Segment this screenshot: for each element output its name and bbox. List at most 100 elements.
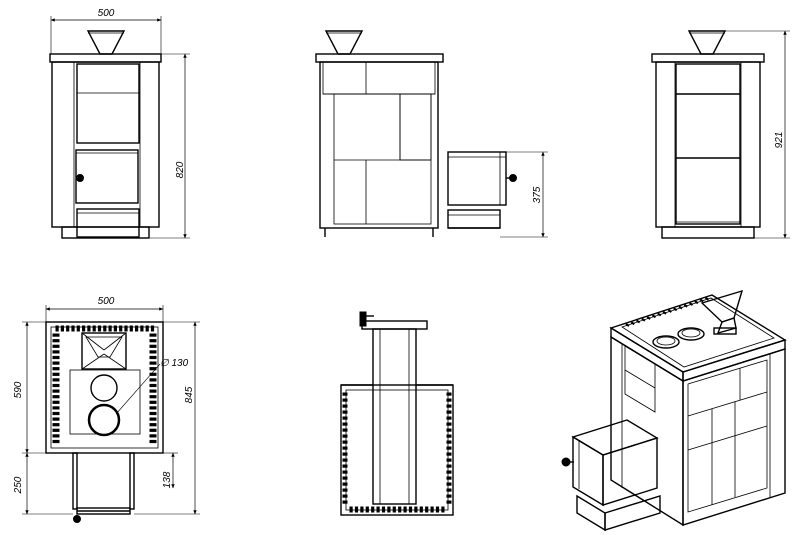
vent-slot <box>419 506 423 513</box>
vent-slot <box>446 470 452 474</box>
vent-slot <box>673 307 678 312</box>
vent-slot <box>124 325 128 332</box>
front-height-label: 820 <box>175 161 186 178</box>
vent-slot <box>441 506 445 513</box>
vent-slot <box>446 428 452 432</box>
vent-slot <box>446 410 452 414</box>
vent-slot <box>52 439 60 444</box>
vent-slot <box>52 389 60 393</box>
vent-slot <box>342 392 348 396</box>
vent-slot <box>430 506 434 513</box>
vent-slot <box>446 434 452 438</box>
vent-slot <box>76 325 80 332</box>
vent-slot <box>651 314 657 319</box>
vent-slot <box>52 400 60 404</box>
vent-slot <box>113 325 118 332</box>
vent-slot <box>60 325 64 332</box>
vent-slot <box>149 400 157 404</box>
vent-slot <box>149 439 157 444</box>
vent-slot <box>342 422 348 426</box>
front-width-label: 500 <box>98 8 115 19</box>
vent-slot <box>149 411 157 416</box>
vent-slot <box>699 298 704 303</box>
vent-slot <box>103 325 107 332</box>
isometric-view <box>561 289 787 532</box>
vent-slot <box>365 506 369 513</box>
side-view: 375 <box>315 30 548 238</box>
vent-slot <box>387 506 391 513</box>
vent-slot <box>108 325 112 332</box>
vent-slot <box>55 325 59 332</box>
vent-slot <box>360 506 364 513</box>
vent-slot <box>342 458 348 462</box>
vent-slot <box>71 325 75 332</box>
vent-slot <box>52 361 60 365</box>
vent-slot <box>52 355 60 360</box>
vent-slot <box>446 392 452 396</box>
vent-slot <box>704 296 710 301</box>
vent-slot <box>342 440 348 444</box>
vent-slot <box>149 383 157 388</box>
vent-slot <box>149 361 157 365</box>
vent-slot <box>149 428 157 432</box>
vent-slot <box>52 333 60 337</box>
vent-slot <box>446 416 452 420</box>
vent-slot <box>446 440 452 444</box>
vent-slot <box>446 464 452 468</box>
vent-slot <box>149 389 157 393</box>
vent-slot <box>376 506 380 513</box>
vent-slot <box>52 395 60 399</box>
vent-slot <box>342 452 348 456</box>
vent-slot <box>150 325 155 332</box>
vent-slot <box>135 325 139 332</box>
vent-slot <box>52 428 60 432</box>
vent-slot <box>149 339 157 343</box>
vent-slot <box>446 494 452 498</box>
vent-slot <box>52 417 60 421</box>
vent-slot <box>149 406 157 410</box>
vent-slot <box>119 325 123 332</box>
vent-slot <box>349 506 353 513</box>
section-view <box>340 311 454 516</box>
vent-slot <box>392 506 396 513</box>
top-depth-label: 590 <box>13 381 24 398</box>
vent-slot <box>52 406 60 410</box>
front-view: 500 820 <box>49 8 190 239</box>
vent-slot <box>446 446 452 450</box>
vent-slot <box>52 434 60 438</box>
vent-slot <box>52 423 60 427</box>
vent-slot <box>342 500 348 504</box>
vent-slot <box>408 506 413 513</box>
vent-slot <box>145 325 149 332</box>
vent-slot <box>149 417 157 421</box>
vent-slot <box>52 411 60 416</box>
chimney-diameter-label: ∅ 130 <box>160 358 189 369</box>
back-height-label: 921 <box>774 132 785 149</box>
vent-slot <box>342 464 348 468</box>
vent-slot <box>446 404 452 408</box>
vent-slot <box>446 452 452 456</box>
vent-slot <box>342 470 348 474</box>
vent-slot <box>446 458 452 462</box>
vent-slot <box>52 372 60 376</box>
vent-slot <box>52 367 60 371</box>
vent-slot <box>342 434 348 438</box>
vent-slot <box>678 305 683 310</box>
vent-slot <box>657 312 662 317</box>
top-total-depth-label: 845 <box>184 386 195 403</box>
vent-slot <box>149 434 157 438</box>
vent-slot <box>446 398 452 402</box>
vent-slot <box>342 410 348 414</box>
vent-slot <box>414 506 418 513</box>
vent-slot <box>371 506 375 513</box>
drawer-offset-label: 138 <box>162 471 173 488</box>
vent-slot <box>689 302 694 306</box>
vent-slot <box>149 395 157 399</box>
vent-slot <box>630 321 635 326</box>
vent-slot <box>403 506 407 513</box>
vent-slot <box>149 372 157 376</box>
vent-slot <box>82 325 86 332</box>
vent-slot <box>683 303 688 308</box>
vent-slot <box>398 506 402 513</box>
vent-slot <box>149 350 157 354</box>
